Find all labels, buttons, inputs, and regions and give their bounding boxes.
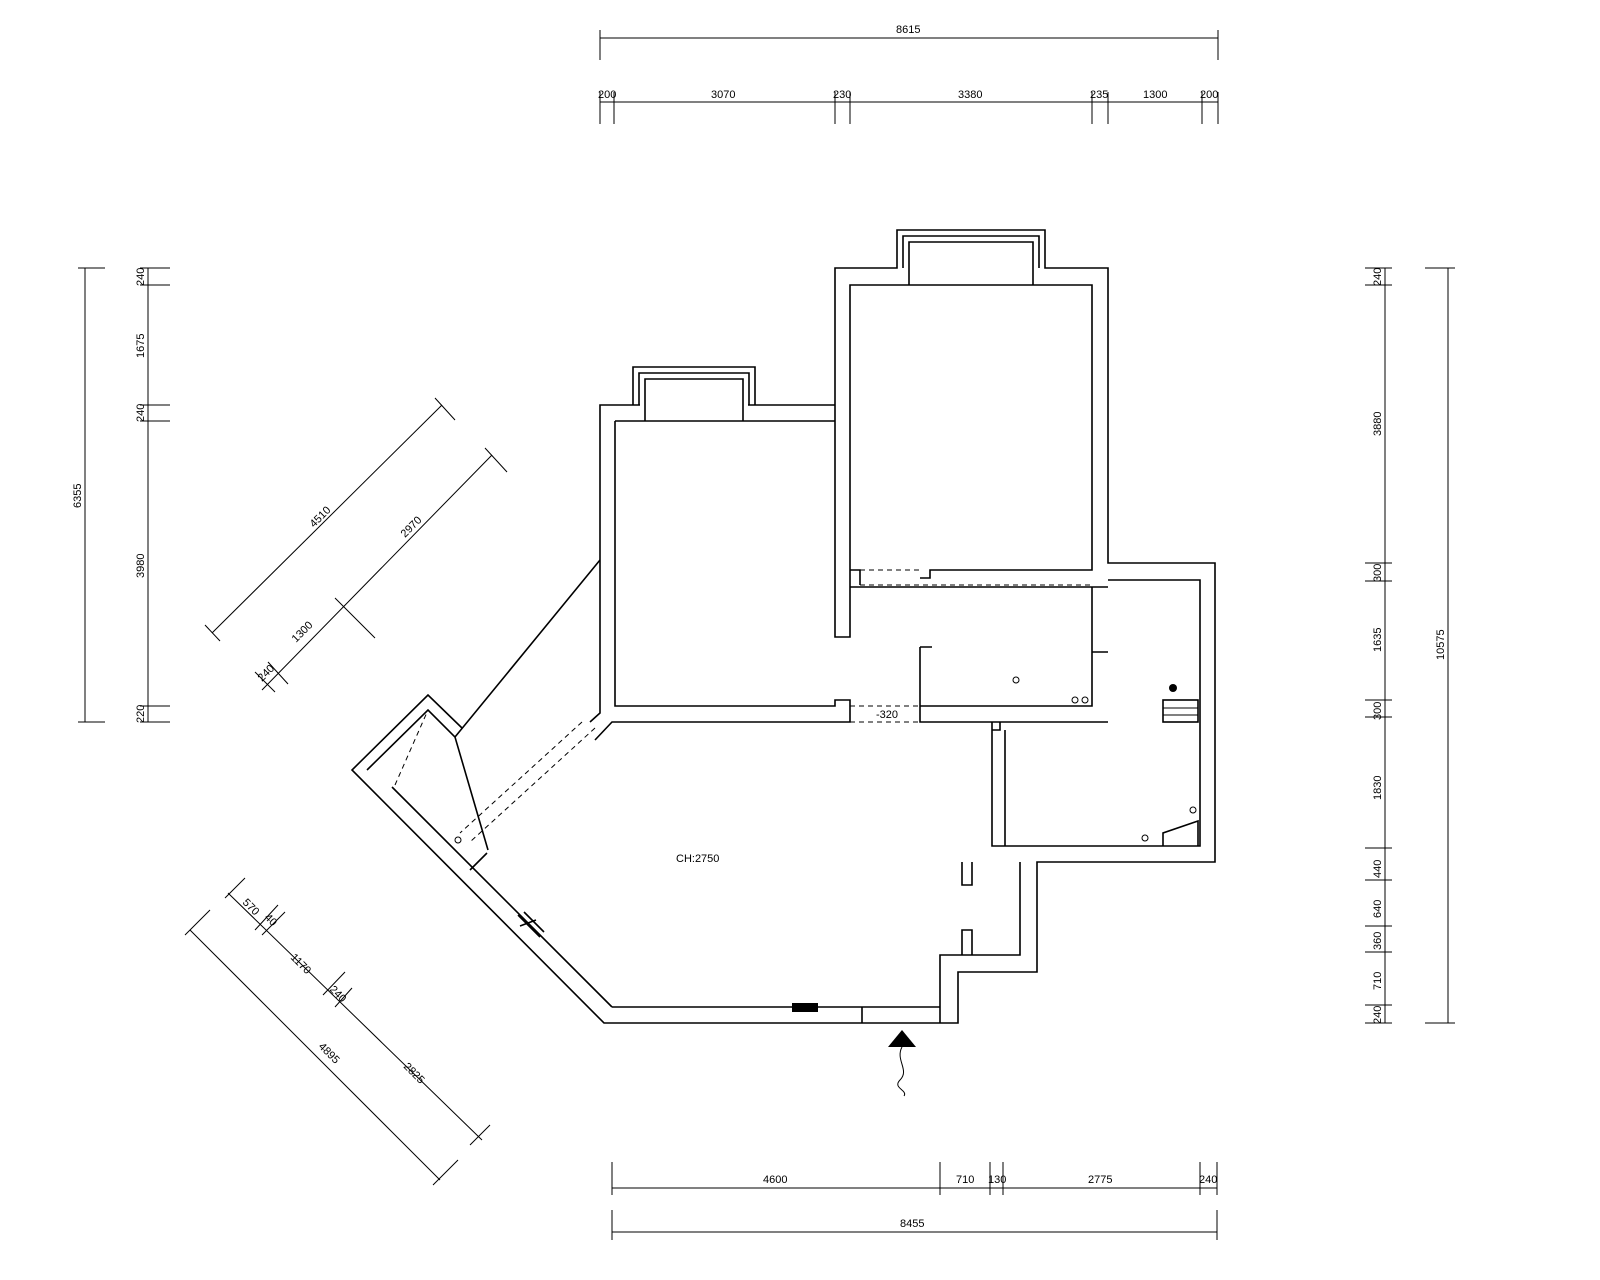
drawing-line	[254, 904, 279, 931]
drawing-line	[1081, 696, 1089, 704]
drawing-line	[484, 447, 508, 473]
outer-wall	[350, 229, 1216, 1024]
dimension-label: 1300	[290, 619, 316, 645]
dimension-label: 240	[256, 663, 277, 684]
drawing-line	[322, 971, 346, 996]
drawing-line	[211, 404, 443, 634]
diagonal-upper-dimensions: 4510 2970 1300 240	[204, 397, 508, 693]
ceiling-height-label: CH:2750	[676, 853, 719, 865]
drawing-line	[432, 1159, 459, 1186]
dimension-label: 3380	[958, 89, 982, 101]
drawing-line	[459, 721, 583, 834]
dimension-label: 200	[598, 89, 616, 101]
dimension-label: 240	[135, 404, 147, 422]
balcony-top	[902, 235, 1040, 285]
drawing-line	[454, 836, 462, 844]
drawing-line	[189, 929, 441, 1181]
drawing-line	[334, 597, 376, 639]
drawing-line	[334, 987, 353, 1008]
drawing-line	[254, 671, 276, 693]
drawing-line	[184, 909, 211, 936]
drawing-line	[469, 727, 596, 843]
dimension-label: 710	[956, 1174, 974, 1186]
drawing-line	[267, 661, 289, 685]
dimension-label: 230	[833, 89, 851, 101]
dimension-label: 360	[1372, 932, 1384, 950]
dimension-label: 300	[1372, 564, 1384, 582]
dimension-label: 710	[1372, 972, 1384, 990]
drawing-line	[224, 877, 246, 899]
dimension-label: 1830	[1372, 776, 1384, 800]
dimension-label: 4895	[316, 1041, 342, 1067]
right-dimensions: 240 3880 300 1635 300 1830 440 640 360 7…	[1365, 267, 1455, 1024]
dimension-label: 235	[1090, 89, 1108, 101]
drawing-line	[897, 1046, 906, 1097]
bottom-dimensions: 4600 710 130 2775 240 8455	[611, 1162, 1218, 1240]
drawing-line	[469, 1124, 491, 1146]
stair-icon	[1162, 699, 1199, 723]
dimension-label: 440	[1372, 860, 1384, 878]
dimension-label: 3070	[711, 89, 735, 101]
dimension-label: 240	[1372, 268, 1384, 286]
drawing-line	[434, 397, 456, 421]
left-room-wall	[589, 404, 851, 741]
dimension-label: 1675	[135, 334, 147, 358]
openings	[394, 284, 1092, 1008]
walls	[350, 229, 1216, 1024]
window-symbol-icon	[517, 911, 545, 938]
dimension-label: 640	[1372, 900, 1384, 918]
dimension-label: 1170	[288, 952, 313, 977]
drawing-line	[261, 454, 493, 691]
dimension-label: 570	[240, 897, 261, 918]
entry-arrow-icon	[888, 1030, 916, 1047]
left-dimensions: 6355 240 1675 240 3980 220	[72, 267, 170, 723]
dimension-label: 240	[135, 268, 147, 286]
dimension-label: 220	[135, 705, 147, 723]
diagonal-lower-dimensions: 4895 570 40 1170 240 2825	[184, 877, 491, 1186]
dimension-label: 8455	[900, 1218, 924, 1230]
dimension-label: 40	[262, 912, 279, 929]
drawing-line	[1189, 806, 1197, 814]
dimension-label: 3980	[135, 554, 147, 578]
balcony-left	[632, 366, 756, 421]
dimension-label: 8615	[896, 24, 920, 36]
dimension-label: 1635	[1372, 628, 1384, 652]
dimension-label: 4510	[308, 504, 334, 530]
dimension-label: 3880	[1372, 412, 1384, 436]
water-heater-icon	[1162, 819, 1199, 846]
dimension-label: 240	[1199, 1174, 1217, 1186]
dimension-label: 300	[1372, 702, 1384, 720]
drain-icon	[1012, 676, 1020, 684]
dimension-label: 240	[1372, 1006, 1384, 1024]
dimension-label: 2970	[399, 514, 425, 540]
level-label: -320	[876, 709, 898, 721]
drawing-line	[1141, 834, 1149, 842]
fixtures	[454, 676, 1199, 1097]
dimension-label: 2775	[1088, 1174, 1112, 1186]
kitchen-wall	[991, 579, 1201, 847]
dimension-label: 10575	[1435, 629, 1447, 660]
dimension-label: 130	[988, 1174, 1006, 1186]
drawing-line	[204, 624, 221, 642]
lower-wall	[366, 559, 1021, 1023]
bathroom-wall	[850, 586, 1108, 723]
inner-wall-bedroom2	[834, 284, 1093, 638]
drawing-line	[394, 709, 429, 786]
dimension-label: 4600	[763, 1174, 787, 1186]
radiator-icon	[792, 1003, 818, 1012]
drawing-line	[261, 911, 286, 936]
fixture-dot-icon	[1169, 684, 1177, 692]
dimension-label: 1300	[1143, 89, 1167, 101]
drawing-line	[227, 892, 483, 1141]
drawing-line	[1071, 696, 1079, 704]
top-dimensions: 8615 200 3070 230 3380 235 1300 200	[598, 24, 1219, 124]
dimension-label: 200	[1200, 89, 1218, 101]
dimension-label: 6355	[72, 484, 84, 508]
